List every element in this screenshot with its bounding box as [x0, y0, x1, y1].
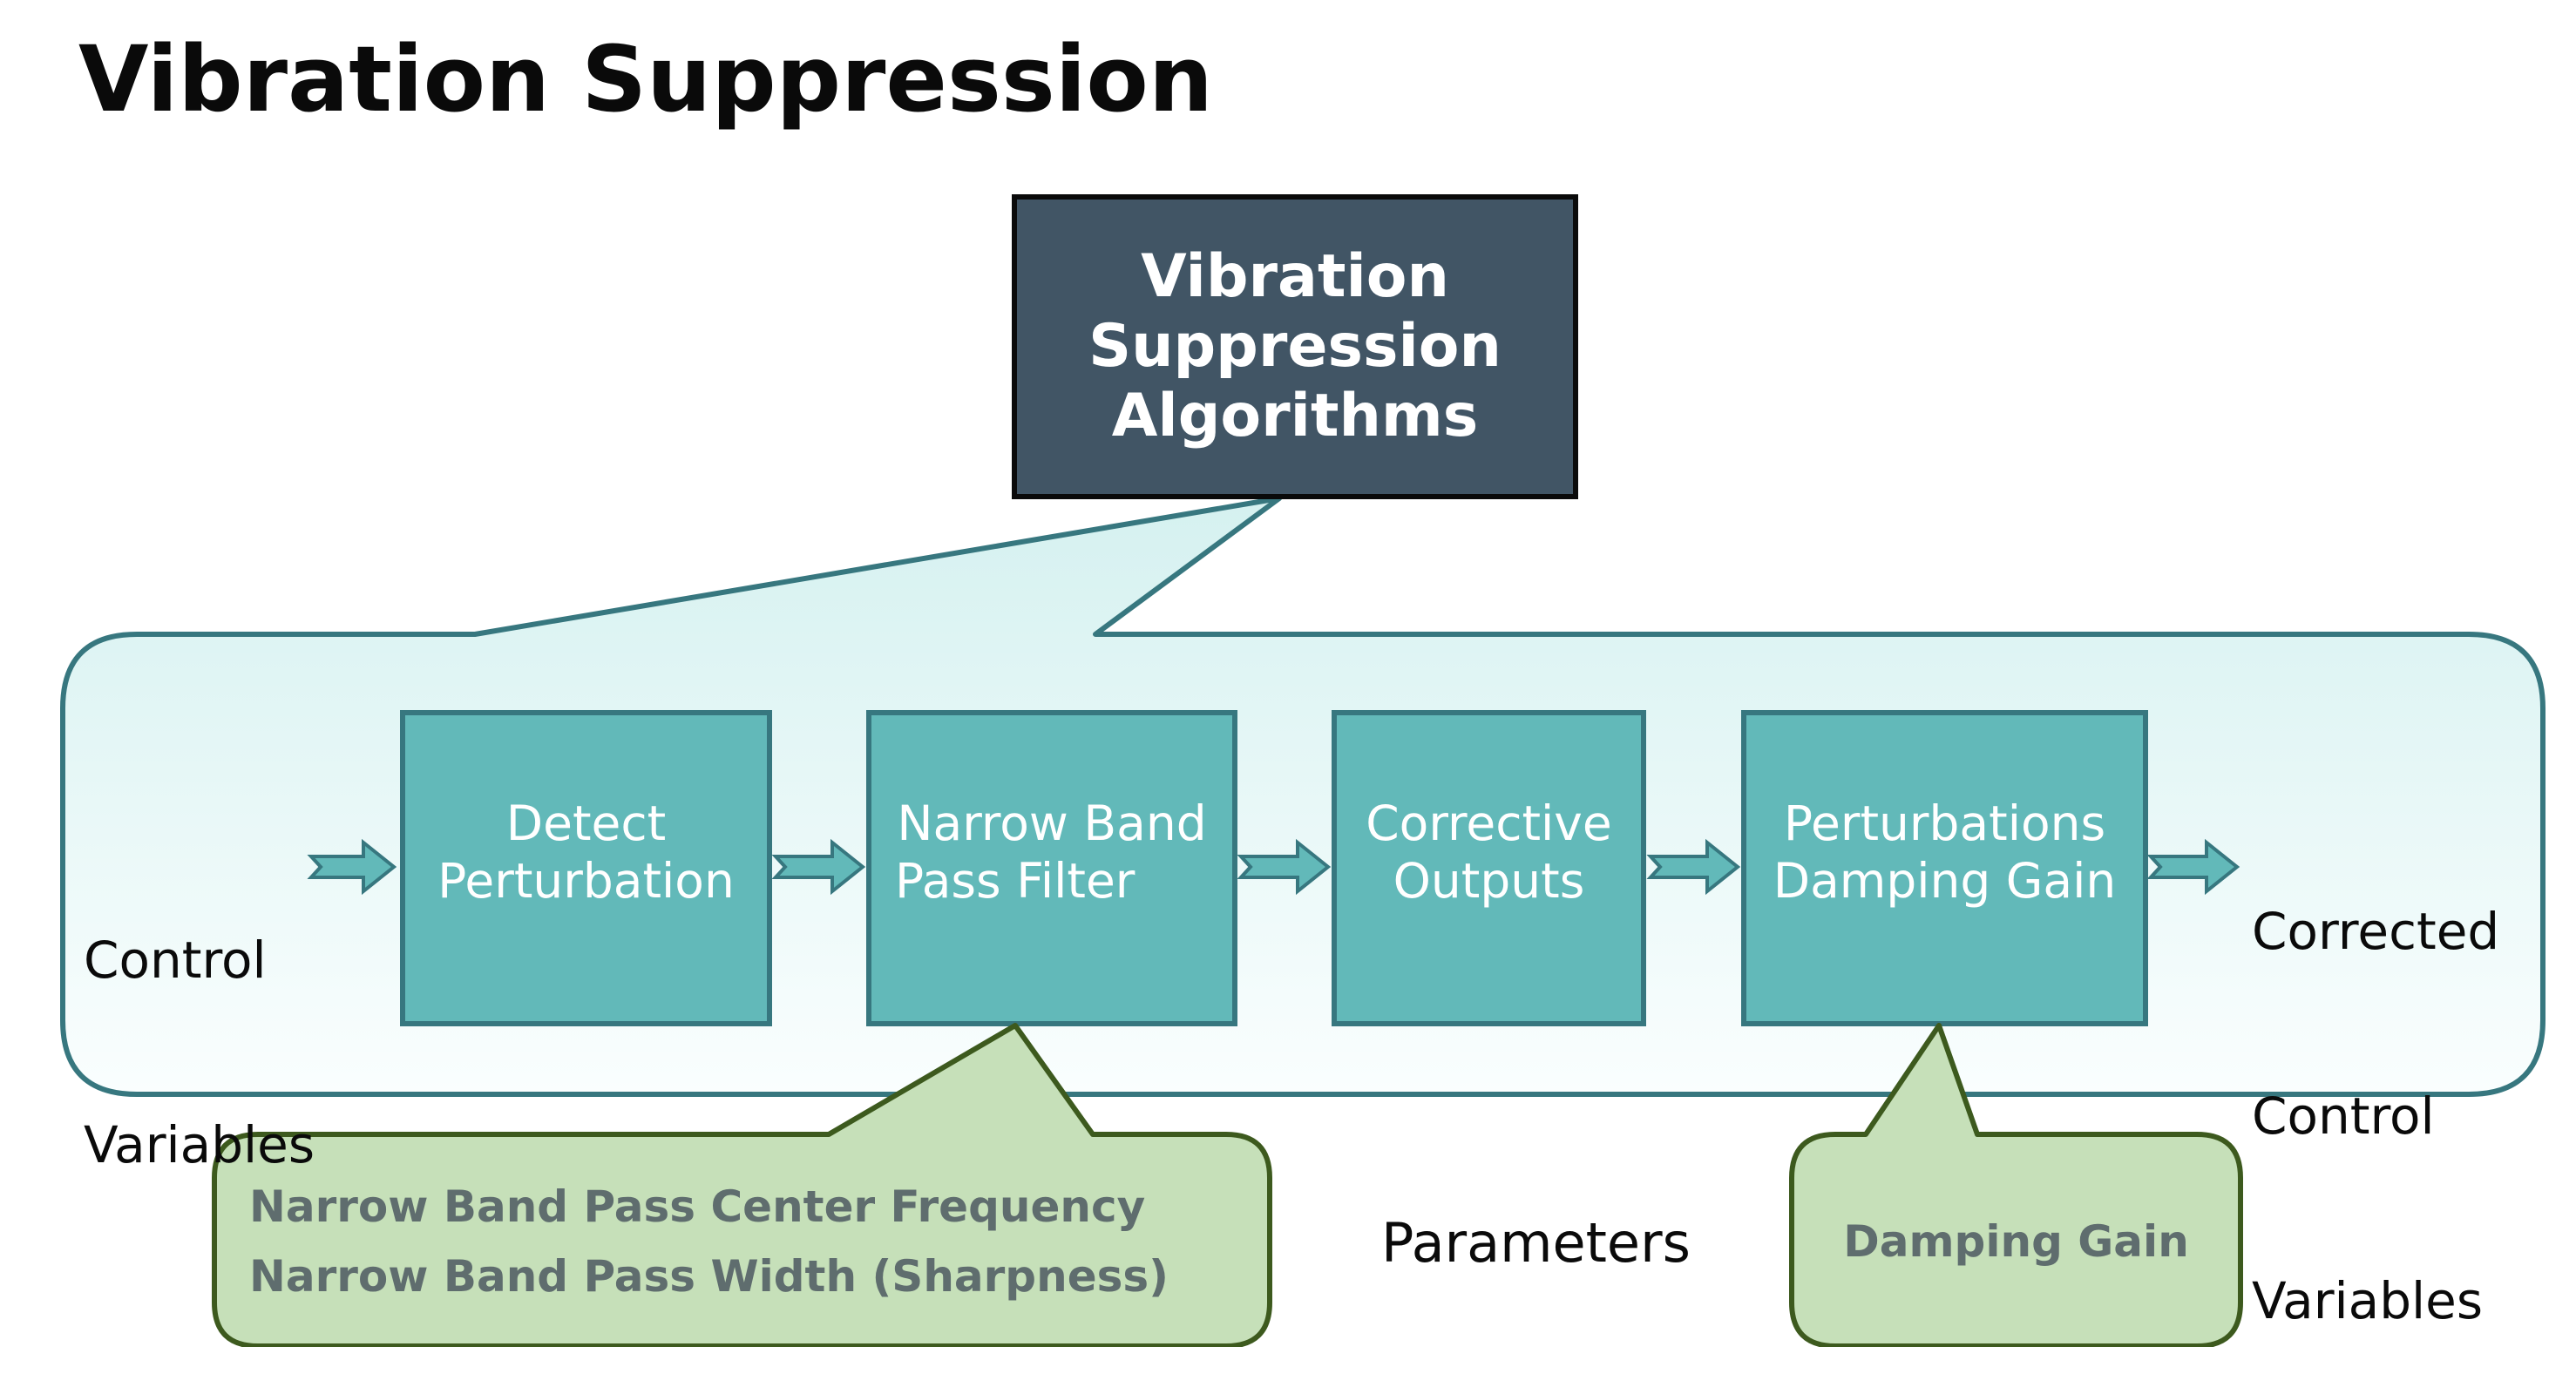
- output-label: Corrected Control Variables: [2252, 777, 2499, 1394]
- step-line: Detect: [505, 795, 667, 851]
- page-title: Vibration Suppression: [78, 26, 1213, 132]
- flow-diagram: [60, 194, 2545, 1347]
- step-label-detect: Detect Perturbation: [403, 713, 769, 991]
- input-label: Control Variables: [84, 806, 315, 1237]
- output-line: Variables: [2252, 1271, 2484, 1330]
- step-line: Perturbations: [1783, 795, 2106, 851]
- header-line: Algorithms: [1111, 382, 1479, 451]
- parameters-label: Parameters: [1381, 1211, 1691, 1275]
- output-line: Corrected: [2252, 901, 2500, 961]
- header-line: Vibration: [1141, 241, 1449, 311]
- parameter-callout-filter-text: Narrow Band Pass Center Frequency Narrow…: [249, 1159, 1169, 1324]
- step-line: Outputs: [1393, 853, 1585, 909]
- arrow-icon: [1237, 838, 1332, 896]
- step-line: Narrow Band: [897, 795, 1207, 851]
- arrow-icon: [771, 838, 866, 896]
- step-label-filter: Narrow Band Pass Filter: [869, 713, 1235, 991]
- step-box-damping: [1741, 710, 2148, 1026]
- arrow-icon: [307, 838, 397, 896]
- step-box-corrective: [1332, 710, 1646, 1026]
- step-line: Corrective: [1366, 795, 1612, 851]
- parameter-line: Damping Gain: [1843, 1216, 2189, 1267]
- step-line: Perturbation: [437, 853, 735, 909]
- step-line: Pass Filter: [895, 853, 1135, 909]
- parameter-line: Narrow Band Pass Width (Sharpness): [249, 1251, 1169, 1302]
- output-line: Control: [2252, 1086, 2435, 1146]
- input-line: Control: [84, 930, 267, 990]
- header-box-label: Vibration Suppression Algorithms: [1014, 197, 1576, 497]
- parameter-callout-damping: [1789, 1023, 2243, 1347]
- step-label-damping: Perturbations Damping Gain: [1744, 713, 2146, 991]
- parameter-line: Narrow Band Pass Center Frequency: [249, 1181, 1146, 1232]
- step-box-filter: [866, 710, 1237, 1026]
- step-box-detect: [400, 710, 772, 1026]
- arrow-icon: [1646, 838, 1741, 896]
- arrow-icon: [2146, 838, 2240, 896]
- header-line: Suppression: [1088, 311, 1502, 381]
- header-box: [1012, 194, 1578, 499]
- parameter-callout-filter: [212, 1023, 1272, 1347]
- step-label-corrective: Corrective Outputs: [1334, 713, 1644, 991]
- parameter-callout-damping-text: Damping Gain: [1792, 1159, 2240, 1324]
- step-line: Damping Gain: [1773, 853, 2117, 909]
- input-line: Variables: [84, 1114, 315, 1174]
